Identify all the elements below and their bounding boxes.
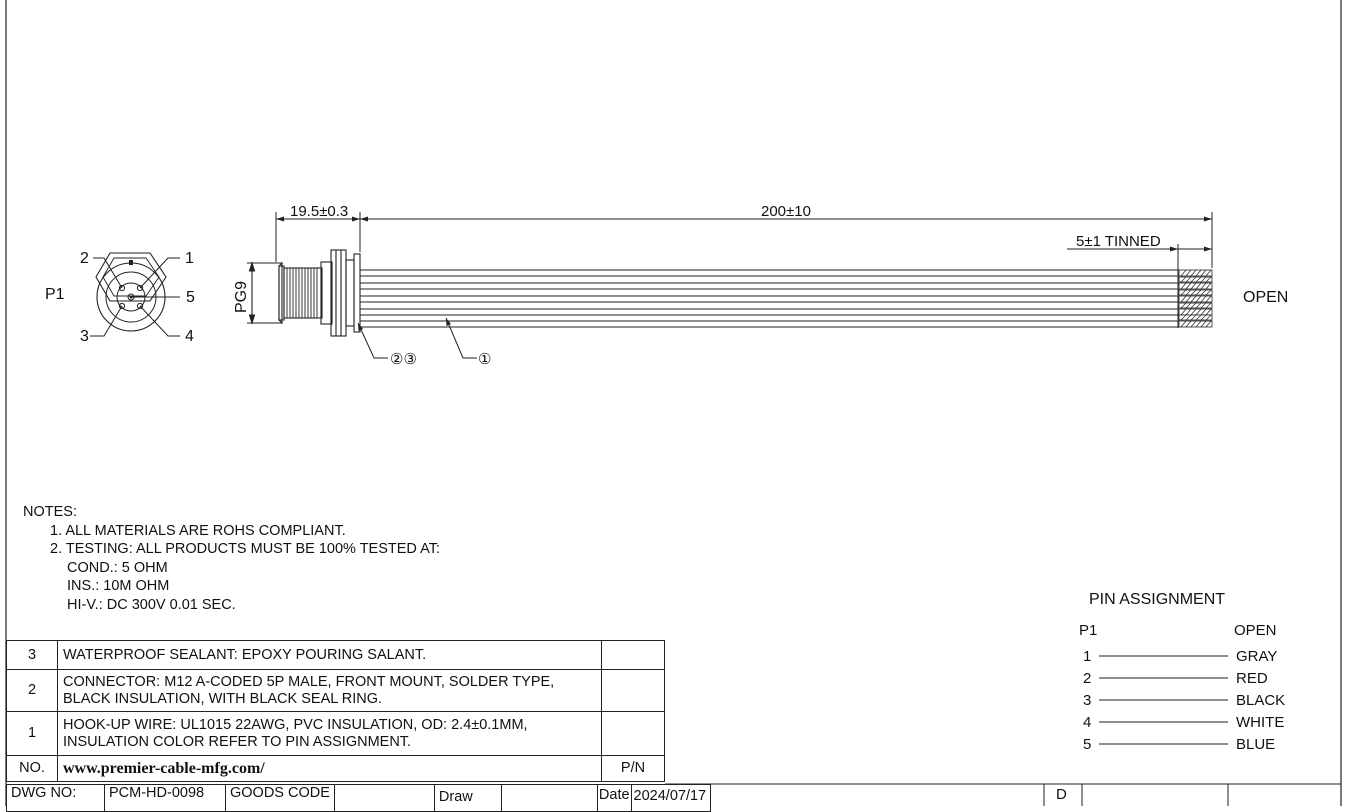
note-test-ins: INS.: 10M OHM xyxy=(67,578,170,594)
pin-label-3: 3 xyxy=(80,328,89,345)
bom-item-pn xyxy=(601,640,665,670)
tinned-ends xyxy=(1178,269,1213,328)
bom-header-no: NO. xyxy=(6,755,58,782)
note-line: 1. ALL MATERIALS ARE ROHS COMPLIANT. xyxy=(50,522,346,539)
thread-dimension-label: PG9 xyxy=(233,281,250,313)
revision-block xyxy=(665,783,1341,806)
pin-assignment-color: BLACK xyxy=(1236,692,1285,709)
note-test-hiv: HI-V.: DC 300V 0.01 SEC. xyxy=(67,596,236,613)
pin-assignment-pin: 5 xyxy=(1083,736,1091,753)
pin-label-4: 4 xyxy=(185,328,194,345)
pin-assignment-col-right: OPEN xyxy=(1234,622,1277,639)
goods-code-label: GOODS CODE xyxy=(225,784,335,812)
dimension-arrows xyxy=(276,216,1212,252)
pin-assignment-color: GRAY xyxy=(1236,648,1277,665)
bom-desc-line: CONNECTOR: M12 A-CODED 5P MALE, FRONT MO… xyxy=(63,673,555,690)
pin-assignment-col-left: P1 xyxy=(1079,622,1097,639)
pin-hole-4 xyxy=(136,302,144,310)
bom-item-desc: WATERPROOF SEALANT: EPOXY POURING SALANT… xyxy=(57,640,602,670)
pin-assignment-color: WHITE xyxy=(1236,714,1284,731)
table-row: 1 HOOK-UP WIRE: UL1015 22AWG, PVC INSULA… xyxy=(6,711,665,756)
open-end-label: OPEN xyxy=(1243,289,1288,306)
connector-length-dimension: 19.5±0.3 xyxy=(290,203,348,220)
pin-assignment-pin: 3 xyxy=(1083,692,1091,709)
company-website: www.premier-cable-mfg.com/ xyxy=(57,755,602,782)
pin-assignment-pin: 2 xyxy=(1083,670,1091,687)
pin-hole-3 xyxy=(118,302,126,310)
pin-label-2: 2 xyxy=(80,250,89,267)
note-test-cond: COND.: 5 OHM xyxy=(67,559,168,576)
pin-label-1: 1 xyxy=(185,250,194,267)
callout-connector: ②③ xyxy=(390,351,417,368)
dwg-no-value: PCM-HD-0098 xyxy=(104,784,226,812)
pin-assignment-lines xyxy=(1099,655,1228,745)
pin-assignment-color: RED xyxy=(1236,670,1268,687)
tinned-hatch xyxy=(1180,269,1212,328)
bom-item-no: 2 xyxy=(6,669,58,712)
dimension-lines xyxy=(275,212,1213,268)
bom-desc-line: HOOK-UP WIRE: UL1015 22AWG, PVC INSULATI… xyxy=(63,716,528,733)
callout-arrow-connector xyxy=(358,323,363,331)
pin-assignment-color: BLUE xyxy=(1236,736,1275,753)
callout-leaders xyxy=(357,317,477,359)
wire-bundle xyxy=(360,268,1179,328)
thread-hatch xyxy=(286,268,318,318)
bom-table: 3 WATERPROOF SEALANT: EPOXY POURING SALA… xyxy=(6,640,665,782)
bom-header-row: NO. www.premier-cable-mfg.com/ P/N xyxy=(6,755,665,782)
connector-side-view xyxy=(247,249,361,337)
bom-item-no: 1 xyxy=(6,711,58,756)
pin-assignment-pin: 4 xyxy=(1083,714,1091,731)
bom-item-pn xyxy=(601,669,665,712)
notes-section: NOTES: 1. ALL MATERIALS ARE ROHS COMPLIA… xyxy=(23,503,440,614)
pin-assignment-title: PIN ASSIGNMENT xyxy=(1089,591,1225,608)
notes-heading: NOTES: xyxy=(23,504,77,520)
pin-assignment-pin: 1 xyxy=(1083,648,1091,665)
pin-hole-1 xyxy=(136,284,144,292)
pin-leaders xyxy=(90,257,180,337)
pin-hole-2 xyxy=(118,284,126,292)
bom-desc-line: BLACK INSULATION, WITH BLACK SEAL RING. xyxy=(63,690,383,707)
title-block: DWG NO: PCM-HD-0098 GOODS CODE Draw Date… xyxy=(6,784,711,812)
goods-code-value xyxy=(333,784,435,812)
bom-item-desc: HOOK-UP WIRE: UL1015 22AWG, PVC INSULATI… xyxy=(57,711,602,756)
bom-item-desc: CONNECTOR: M12 A-CODED 5P MALE, FRONT MO… xyxy=(57,669,602,712)
note-line: 2. TESTING: ALL PRODUCTS MUST BE 100% TE… xyxy=(50,541,441,557)
connector-view-label: P1 xyxy=(45,286,65,303)
dwg-no-label: DWG NO: xyxy=(6,784,105,812)
date-label: Date xyxy=(596,784,632,812)
revision-letter: D xyxy=(1056,786,1067,803)
cable-length-dimension: 200±10 xyxy=(761,203,811,220)
bom-desc-line: WATERPROOF SEALANT: EPOXY POURING SALANT… xyxy=(63,646,427,663)
tinned-length-dimension: 5±1 TINNED xyxy=(1076,233,1161,250)
callout-wire: ① xyxy=(478,351,491,368)
table-row: 3 WATERPROOF SEALANT: EPOXY POURING SALA… xyxy=(6,640,665,670)
pin-label-5: 5 xyxy=(186,289,195,306)
table-row: 2 CONNECTOR: M12 A-CODED 5P MALE, FRONT … xyxy=(6,669,665,712)
bom-item-pn xyxy=(601,711,665,756)
callout-arrow-wire xyxy=(446,318,451,326)
date-value: 2024/07/17 xyxy=(630,784,711,812)
draw-value xyxy=(500,784,598,812)
title-block-row: DWG NO: PCM-HD-0098 GOODS CODE Draw Date… xyxy=(6,784,711,812)
bom-desc-line: INSULATION COLOR REFER TO PIN ASSIGNMENT… xyxy=(63,733,412,750)
bom-header-pn: P/N xyxy=(601,755,665,782)
draw-label: Draw xyxy=(433,784,502,812)
bom-item-no: 3 xyxy=(6,640,58,670)
